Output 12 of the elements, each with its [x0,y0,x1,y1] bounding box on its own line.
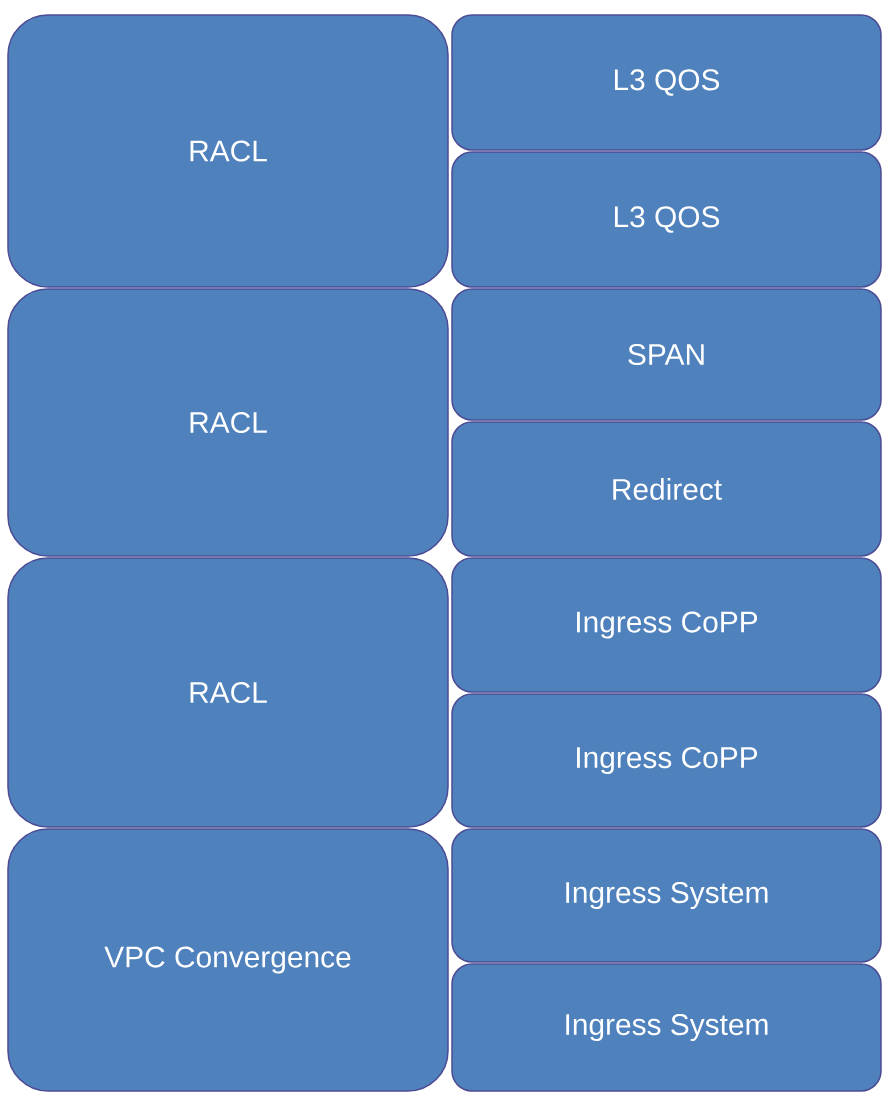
process-box: Ingress System [451,828,882,963]
process-box: Redirect [451,421,882,557]
process-box: Ingress System [451,963,882,1092]
process-box: Ingress CoPP [451,693,882,828]
process-box: L3 QOS [451,151,882,288]
process-box: RACL [7,14,449,288]
process-box: Ingress CoPP [451,557,882,693]
process-box: L3 QOS [451,14,882,151]
process-box: SPAN [451,288,882,421]
process-box: RACL [7,288,449,557]
process-box: RACL [7,557,449,828]
process-box: VPC Convergence [7,828,449,1092]
